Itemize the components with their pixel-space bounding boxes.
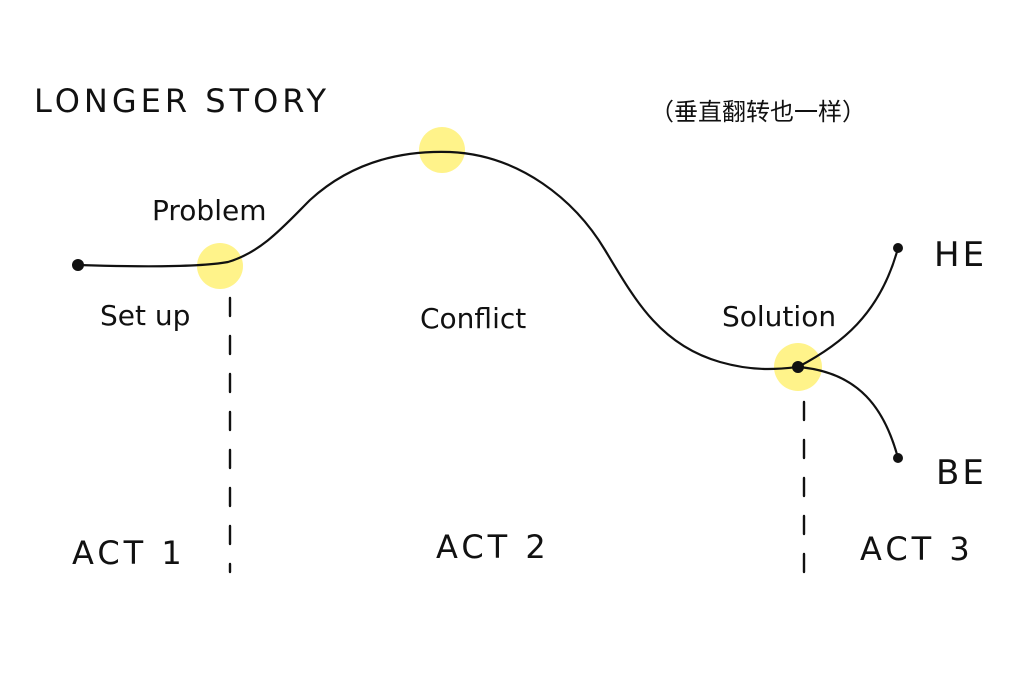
note-text: （垂直翻转也一样） <box>650 98 866 126</box>
label-act-1: ACT 1 <box>72 534 186 572</box>
label-act-3: ACT 3 <box>860 530 974 568</box>
branch-bad-ending <box>796 365 900 460</box>
solution-dot <box>792 361 804 373</box>
start-dot <box>72 259 84 271</box>
label-solution: Solution <box>722 300 836 333</box>
highlight-climax <box>419 127 465 173</box>
diagram-title: LONGER STORY <box>34 82 330 120</box>
label-happy-ending: HE <box>934 235 987 275</box>
label-setup: Set up <box>100 299 190 332</box>
label-conflict: Conflict <box>420 302 526 335</box>
label-problem: Problem <box>152 194 266 227</box>
story-curve <box>76 150 800 371</box>
highlight-problem <box>197 243 243 289</box>
bad-ending-dot <box>893 453 903 463</box>
branch-happy-ending <box>796 246 900 369</box>
happy-ending-dot <box>893 243 903 253</box>
label-bad-ending: BE <box>936 453 987 493</box>
label-act-2: ACT 2 <box>436 528 550 566</box>
